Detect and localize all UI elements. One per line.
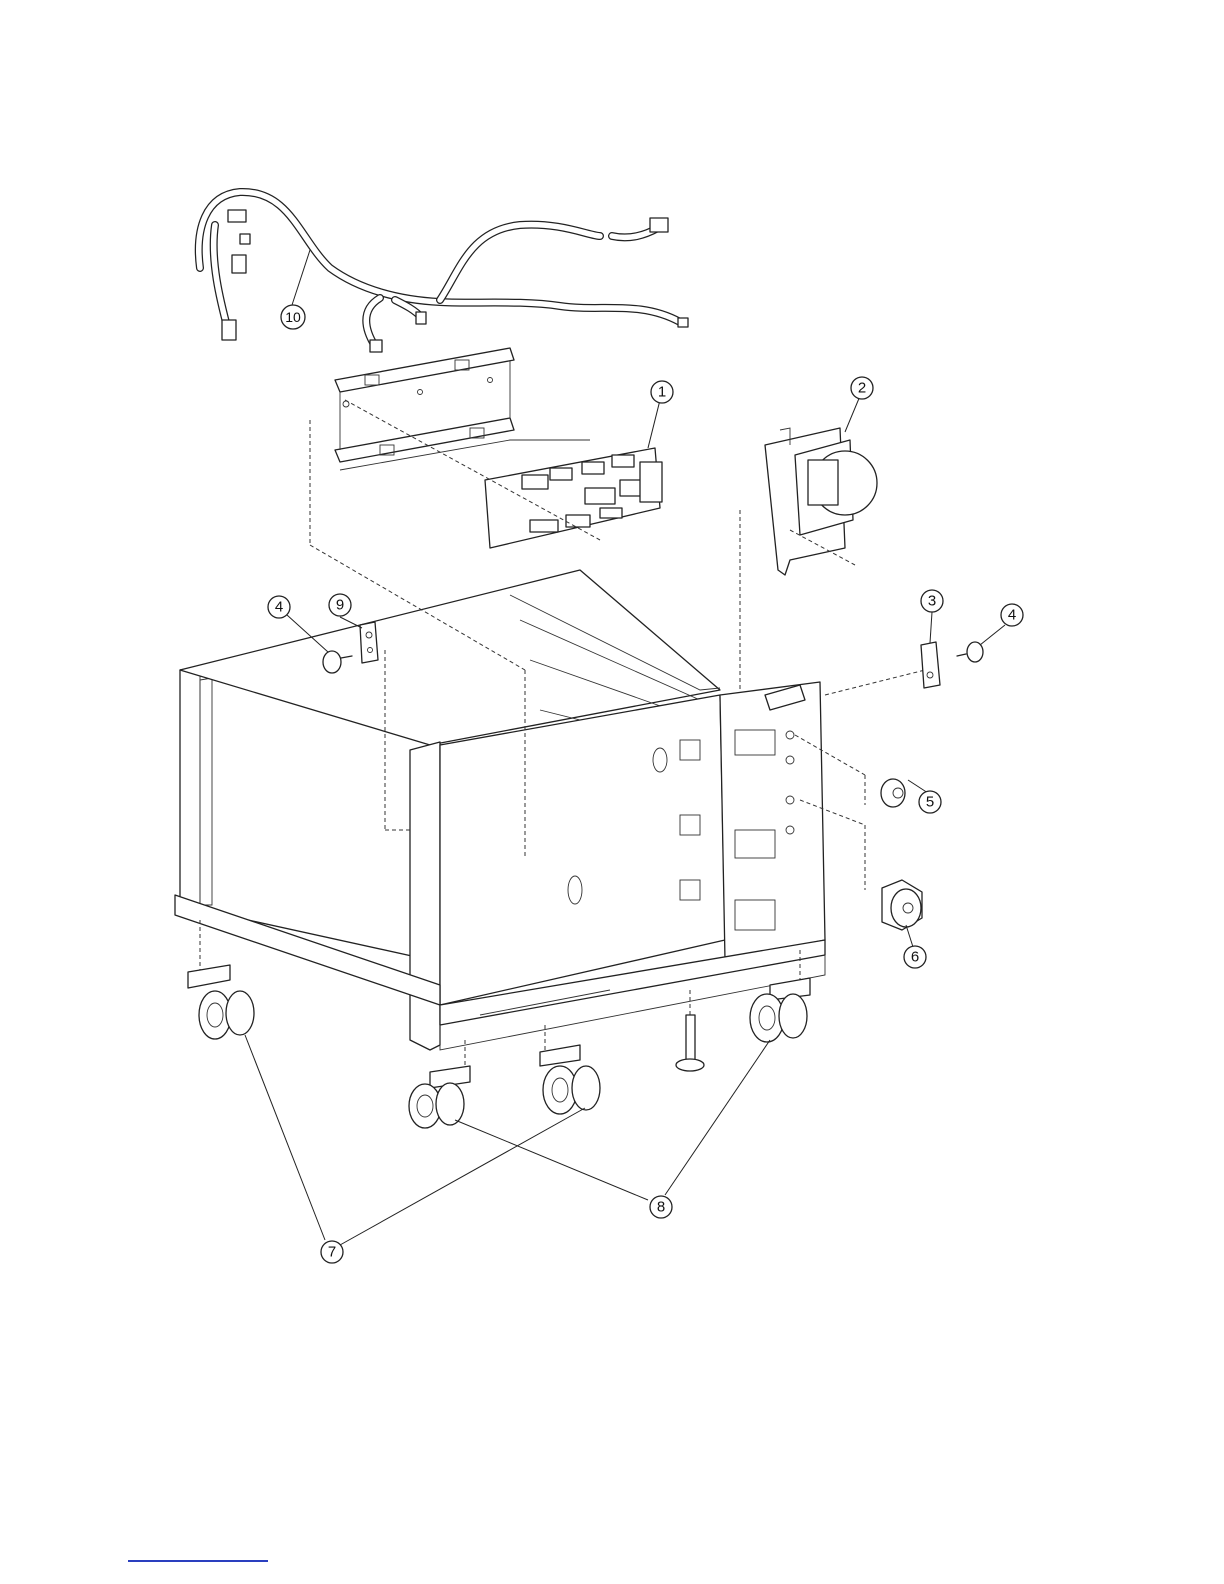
- gear-large: [882, 880, 922, 930]
- svg-text:4: 4: [275, 599, 283, 616]
- svg-text:1: 1: [658, 384, 666, 401]
- wiring-harness: [199, 192, 688, 352]
- svg-text:2: 2: [858, 380, 866, 397]
- callout-8: 8: [650, 1196, 672, 1218]
- gear-small: [881, 779, 905, 807]
- callout-5: 5: [919, 791, 941, 813]
- callout-4-right: 4: [1001, 604, 1023, 626]
- callout-4-left: 4: [268, 596, 290, 618]
- callout-6: 6: [904, 946, 926, 968]
- svg-text:10: 10: [285, 309, 301, 325]
- svg-text:3: 3: [928, 593, 936, 610]
- callout-2: 2: [851, 377, 873, 399]
- callout-3: 3: [921, 590, 943, 612]
- footer-link-underline[interactable]: [128, 1560, 268, 1562]
- thumbscrew-right: [957, 642, 983, 662]
- callout-1: 1: [651, 381, 673, 403]
- leveling-foot: [676, 1015, 704, 1071]
- bracket-right: [921, 642, 940, 688]
- svg-text:7: 7: [328, 1244, 336, 1261]
- caster-front-left: [188, 965, 254, 1039]
- callout-9: 9: [329, 594, 351, 616]
- svg-text:6: 6: [911, 949, 919, 966]
- svg-text:4: 4: [1008, 607, 1016, 624]
- callout-7: 7: [321, 1241, 343, 1263]
- svg-text:5: 5: [926, 794, 934, 811]
- caster-front-middle: [409, 1066, 470, 1128]
- svg-text:9: 9: [336, 597, 344, 614]
- callout-10: 10: [281, 305, 305, 329]
- bracket-left: [360, 622, 378, 663]
- svg-text:8: 8: [657, 1199, 665, 1216]
- caster-center: [540, 1045, 600, 1114]
- board-bracket: [335, 348, 590, 470]
